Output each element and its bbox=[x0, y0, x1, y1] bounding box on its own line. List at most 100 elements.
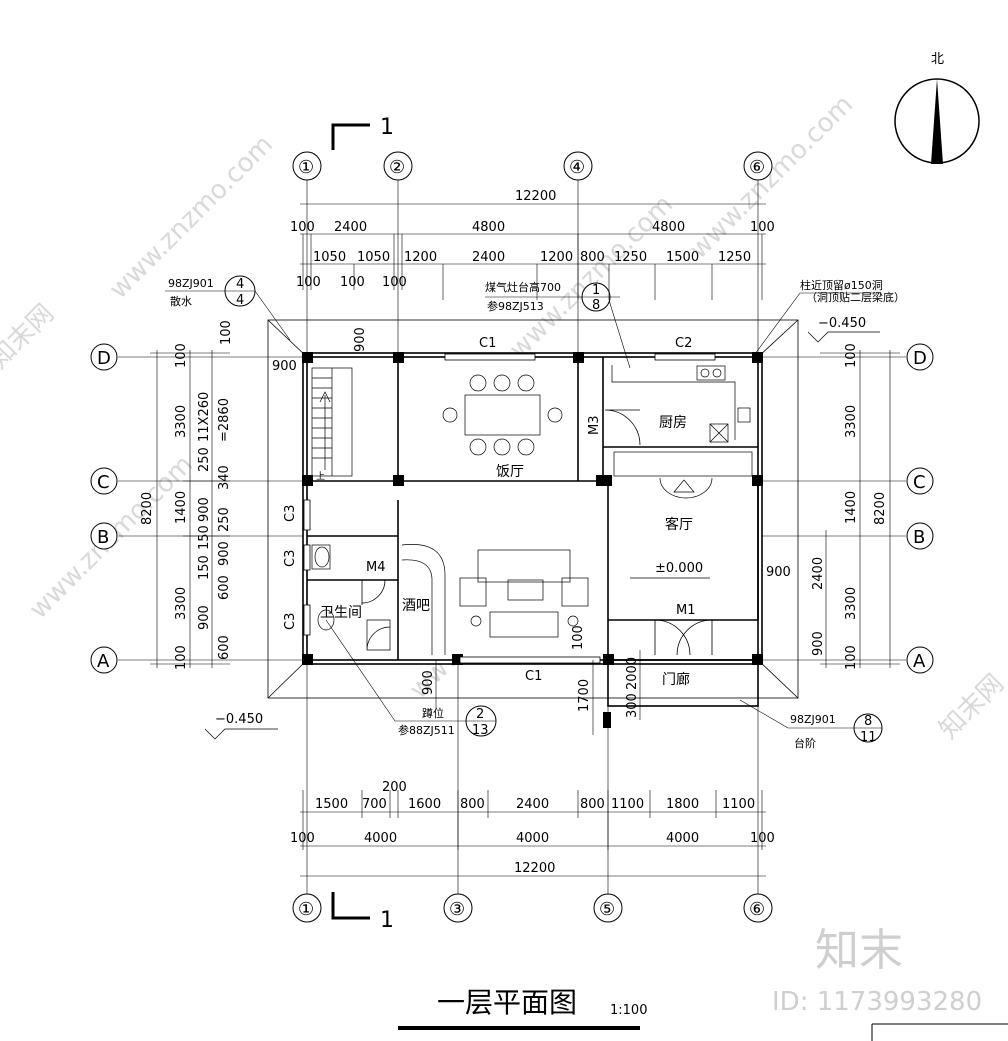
room-porch: 门廊 bbox=[662, 671, 690, 688]
dim-porch-1: 300 bbox=[625, 693, 640, 718]
dim-bot-r2-4: 100 bbox=[750, 831, 775, 846]
code-m4: M4 bbox=[366, 560, 386, 575]
dim-porch-2: 1700 bbox=[577, 679, 592, 712]
note-steps-ref: 98ZJ901 bbox=[790, 713, 836, 726]
dim-top-r1-0: 100 bbox=[290, 220, 315, 235]
code-c1-bottom: C1 bbox=[525, 669, 542, 684]
axis-top-1: ① bbox=[298, 157, 314, 178]
dim-left-o-3: 3300 bbox=[174, 587, 189, 620]
dim-porch-3: 100 bbox=[571, 625, 586, 650]
dim-top-r1-4: 100 bbox=[750, 220, 775, 235]
brand-id: ID: 1173993280 bbox=[772, 987, 982, 1017]
dim-left-i-2: =2860 bbox=[217, 398, 232, 442]
columns bbox=[302, 352, 763, 728]
dim-top-r2-4: 1200 bbox=[540, 250, 573, 265]
porch-dimensions: 2000 300 1700 100 900 bbox=[421, 625, 641, 735]
axis-left-C: C bbox=[97, 472, 110, 493]
section-mark-top-label: 1 bbox=[380, 115, 394, 140]
code-c3-c: C3 bbox=[283, 613, 298, 630]
dim-right-o-1: 3300 bbox=[844, 405, 859, 438]
bar-counter bbox=[401, 544, 446, 655]
title-scale: 1:100 bbox=[610, 1003, 647, 1018]
note-apron: 散水 bbox=[170, 294, 192, 308]
top-dimensions bbox=[300, 203, 766, 300]
dim-left-i-0: 100 bbox=[219, 320, 234, 345]
dim-bot-r1-4: 2400 bbox=[516, 797, 549, 812]
code-m3: M3 bbox=[587, 416, 602, 436]
code-m1: M1 bbox=[676, 603, 696, 618]
ref-squat-top: 2 bbox=[476, 707, 484, 722]
axis-bottom-3: ③ bbox=[449, 899, 465, 920]
dim-right-i-2: 900 bbox=[811, 631, 826, 656]
dim-top-r2-3: 2400 bbox=[472, 250, 505, 265]
north-label: 北 bbox=[931, 52, 944, 67]
dim-left-i-1: 11X260 bbox=[197, 392, 212, 442]
elevation-marks: ±0.000 −0.450 −0.450 bbox=[204, 316, 880, 740]
dim-bot-r2-1: 4000 bbox=[364, 831, 397, 846]
ref-steps-bottom: 11 bbox=[860, 730, 877, 745]
note-squat: 蹲位 bbox=[422, 706, 444, 720]
brand-watermark: 知末 ID: 1173993280 bbox=[772, 925, 1008, 1041]
dim-left-o-0: 100 bbox=[174, 343, 189, 368]
elev-left: −0.450 bbox=[215, 712, 263, 727]
room-bar: 酒吧 bbox=[402, 598, 430, 614]
dim-left-o-2: 1400 bbox=[174, 491, 189, 524]
dim-porch-0: 2000 bbox=[625, 657, 640, 690]
dim-bot-r1-3: 800 bbox=[460, 797, 485, 812]
dim-left-i-10: 600 bbox=[217, 575, 232, 600]
axis-right-C: C bbox=[913, 472, 926, 493]
note-flue-2: （洞顶贴二层梁底） bbox=[806, 290, 905, 304]
axis-left-D: D bbox=[97, 348, 111, 369]
dim-top-r2-7: 1500 bbox=[666, 250, 699, 265]
code-c2: C2 bbox=[675, 336, 692, 351]
room-kitchen: 厨房 bbox=[659, 415, 687, 431]
dim-bot-r1-1: 700 bbox=[362, 797, 387, 812]
dim-bot-r2-2: 4000 bbox=[516, 831, 549, 846]
watermark-6: 知末网 bbox=[0, 299, 60, 375]
dim-right-i-1: 2400 bbox=[811, 557, 826, 590]
axis-right-D: D bbox=[913, 348, 927, 369]
title-text: 一层平面图 bbox=[437, 986, 577, 1019]
note-squat-ref: 参88ZJ511 bbox=[398, 723, 455, 737]
dim-bot-r1-0: 1500 bbox=[315, 797, 348, 812]
dim-top-r3-2: 100 bbox=[382, 275, 407, 290]
dim-bot-r1-7: 1800 bbox=[666, 797, 699, 812]
dim-top-r2-5: 800 bbox=[580, 250, 605, 265]
axis-right-B: B bbox=[913, 527, 925, 548]
dim-right-o-2: 1400 bbox=[844, 491, 859, 524]
watermark-3: www.znzmo.com bbox=[684, 90, 859, 265]
dim-left-o-1: 3300 bbox=[174, 405, 189, 438]
kitchen-counter bbox=[611, 365, 753, 477]
stair-up-label: 上 bbox=[316, 471, 325, 482]
dim-right-o-3: 3300 bbox=[844, 587, 859, 620]
dim-left-i-4: 340 bbox=[217, 465, 232, 490]
axis-left-A: A bbox=[97, 651, 110, 672]
room-bathroom: 卫生间 bbox=[320, 605, 362, 621]
right-dimension-text: 8200 100 3300 1400 3300 100 900 2400 900 bbox=[766, 343, 888, 670]
dim-left-900: 900 bbox=[272, 359, 297, 374]
dim-left-i-9: 150 bbox=[197, 555, 212, 580]
dim-top-r2-1: 1050 bbox=[357, 250, 390, 265]
left-dimensions bbox=[150, 350, 230, 668]
axis-bottom-1: ① bbox=[298, 899, 314, 920]
dim-top-r3-1: 100 bbox=[340, 275, 365, 290]
axis-top-2: ② bbox=[389, 157, 405, 178]
dining-table bbox=[442, 374, 563, 456]
dim-top-r2-6: 1250 bbox=[614, 250, 647, 265]
room-labels: 饭厅 厨房 客厅 酒吧 卫生间 门廊 bbox=[320, 415, 693, 688]
notes: 煤气灶台高700 参98ZJ513 1 8 柱近顶留ø150洞 （洞顶贴二层梁底… bbox=[165, 275, 905, 750]
axis-bubbles: ① ② ④ ⑥ ① ③ ⑤ ⑥ D C B A D C B A bbox=[90, 151, 934, 923]
dim-porch-4: 900 bbox=[421, 670, 436, 695]
north-arrow: 北 bbox=[894, 52, 980, 164]
dim-bot-r2-3: 4000 bbox=[666, 831, 699, 846]
dim-bot-200: 200 bbox=[382, 780, 407, 795]
room-dining: 饭厅 bbox=[496, 464, 524, 480]
dim-top-r2-0: 1050 bbox=[313, 250, 346, 265]
dim-top-total: 12200 bbox=[515, 189, 556, 204]
dim-right-total: 8200 bbox=[873, 492, 888, 525]
dim-left-i-5: 900 bbox=[197, 497, 212, 522]
axis-bottom-6: ⑥ bbox=[749, 899, 765, 920]
dim-top-r1-2: 4800 bbox=[472, 220, 505, 235]
dim-bot-r2-0: 100 bbox=[290, 831, 315, 846]
